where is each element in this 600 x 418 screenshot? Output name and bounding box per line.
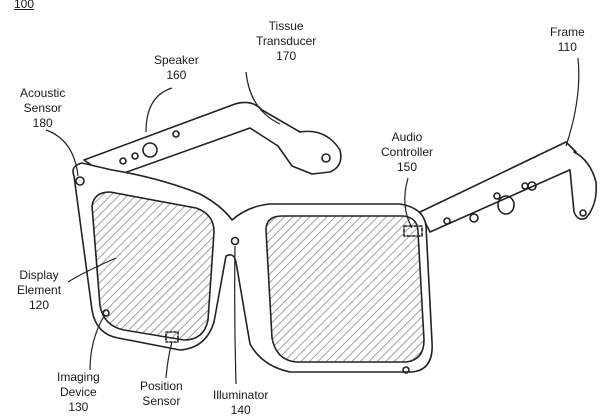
- transducer-pad: [497, 195, 515, 215]
- figure-number: 100: [14, 0, 35, 11]
- right-arm-tip: [569, 151, 598, 220]
- left-temple-arm: [83, 101, 323, 179]
- speaker-circle: [142, 142, 158, 158]
- right-temple-arm: [419, 141, 577, 233]
- position-leader: [165, 341, 173, 379]
- imaging-leader: [89, 315, 105, 371]
- illuminator: [230, 236, 240, 246]
- right-frame-dot: [402, 366, 410, 374]
- rivet: [527, 181, 537, 191]
- acoustic-leader: [45, 129, 79, 177]
- illuminator-leader: [234, 245, 237, 385]
- rivet: [493, 192, 501, 200]
- right-lens: [265, 215, 425, 363]
- rivet: [443, 217, 451, 225]
- leader-lines: [45, 57, 580, 385]
- rivet: [119, 157, 127, 165]
- audio-controller-leader: [404, 177, 413, 229]
- acoustic-sensor-rivet: [75, 176, 85, 186]
- audio-controller-box: [403, 225, 423, 237]
- left-arm-tip: [299, 130, 342, 175]
- frame-leader: [565, 57, 580, 147]
- rivet: [469, 213, 479, 223]
- rivet: [131, 152, 139, 160]
- rivet: [579, 209, 587, 217]
- tissue-rivet: [321, 153, 331, 163]
- display-leader: [67, 257, 117, 283]
- left-lens: [91, 191, 215, 341]
- rivet: [172, 130, 180, 138]
- speaker-leader: [145, 87, 173, 133]
- imaging-device-dot: [102, 309, 110, 317]
- tissue-leader: [245, 71, 281, 125]
